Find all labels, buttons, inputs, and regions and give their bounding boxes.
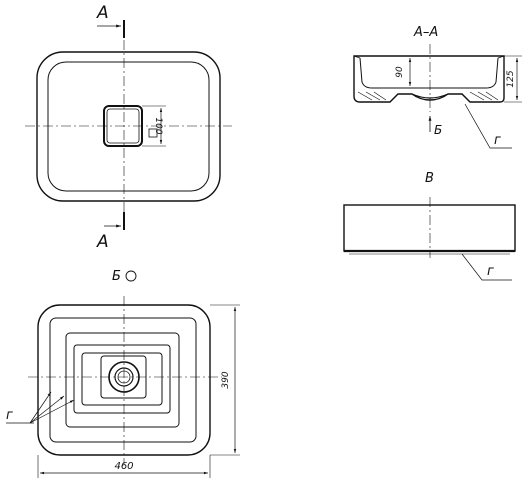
top-view <box>25 20 232 230</box>
side-view-body <box>343 204 516 252</box>
callout-g-bottom: г <box>6 408 13 423</box>
dim-width: 460 <box>114 461 133 472</box>
bottom-step-2 <box>73 344 171 414</box>
section-outer-profile <box>353 55 505 103</box>
dim-height: 125 <box>506 70 516 87</box>
bottom-step-1 <box>65 332 180 428</box>
top-view-outer-rim <box>36 51 221 202</box>
callout-g-side: г <box>487 264 494 279</box>
view-b-title: Б <box>112 269 121 284</box>
rotation-symbol <box>125 270 137 282</box>
callout-g-section: г <box>494 133 501 148</box>
section-inner-bowl <box>359 57 499 89</box>
top-view-inner-bowl <box>47 61 210 192</box>
bottom-foot <box>49 317 197 443</box>
view-arrow-label: Б <box>434 123 442 137</box>
view-v-title: В <box>425 171 434 186</box>
bottom-view <box>6 296 240 478</box>
section-mark-top: A <box>96 3 109 23</box>
bottom-step-3 <box>81 352 163 406</box>
dim-length: 390 <box>221 371 231 388</box>
section-title: A–A <box>413 25 438 40</box>
side-view <box>343 197 516 281</box>
section-view <box>353 44 522 149</box>
square-symbol <box>148 128 158 138</box>
section-mark-bottom: A <box>96 232 109 252</box>
dim-depth: 90 <box>395 66 405 78</box>
dim-drain-square: 100 <box>153 117 163 134</box>
